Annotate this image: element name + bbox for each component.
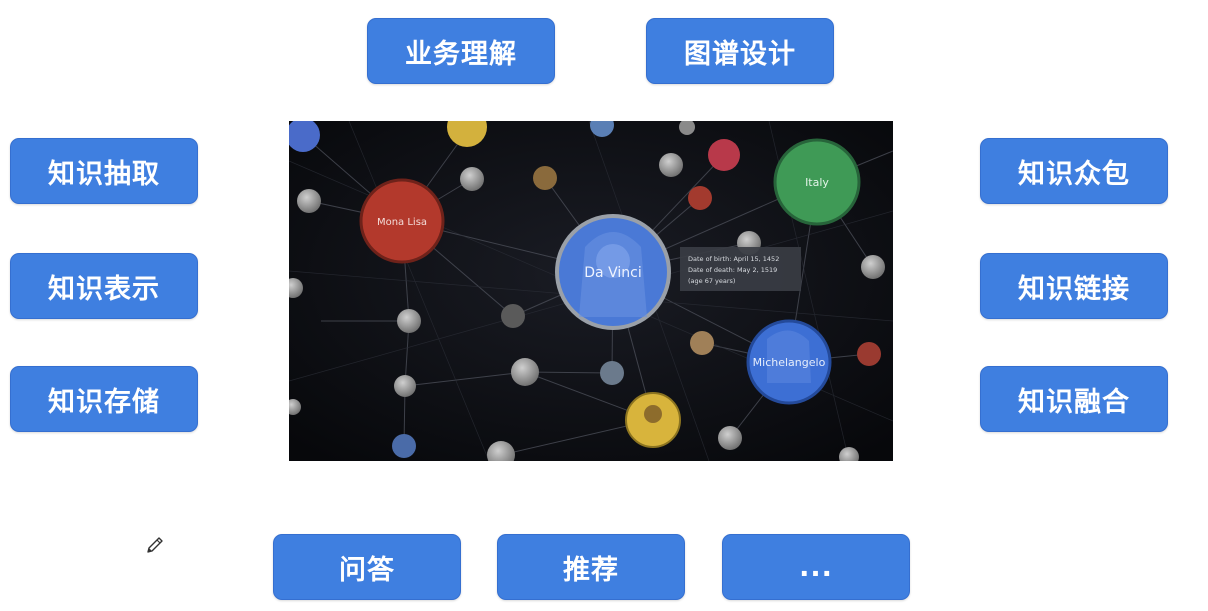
da-vinci-node: Da Vinci — [555, 214, 671, 330]
knowledge-extraction-button[interactable]: 知识抽取 — [10, 138, 198, 204]
italy-label: Italy — [805, 176, 829, 189]
gold-portrait-face — [644, 405, 662, 423]
pencil-icon[interactable] — [144, 534, 166, 556]
mona-lisa-label: Mona Lisa — [377, 217, 427, 228]
knowledge-linking-button[interactable]: 知识链接 — [980, 253, 1168, 319]
michelangelo-node: Michelangelo — [746, 319, 832, 405]
tooltip-birth: Date of birth: April 15, 1452 — [688, 255, 779, 263]
qa-button[interactable]: 问答 — [273, 534, 461, 600]
recommend-button[interactable]: 推荐 — [497, 534, 685, 600]
knowledge-storage-button[interactable]: 知识存储 — [10, 366, 198, 432]
knowledge-representation-button[interactable]: 知识表示 — [10, 253, 198, 319]
michelangelo-label: Michelangelo — [753, 356, 826, 369]
italy-node: Italy — [773, 138, 861, 226]
knowledge-graph-svg: Mona Lisa Italy Michelangelo Da Vinci Da… — [289, 121, 893, 461]
mona-lisa-node: Mona Lisa — [359, 178, 445, 264]
da-vinci-label: Da Vinci — [584, 265, 641, 281]
more-button[interactable]: ... — [722, 534, 910, 600]
thumbnail-nodes — [289, 121, 885, 461]
tooltip-death: Date of death: May 2, 1519 — [688, 266, 777, 274]
knowledge-crowdsourcing-button[interactable]: 知识众包 — [980, 138, 1168, 204]
tooltip-age: (age 67 years) — [688, 277, 735, 285]
knowledge-fusion-button[interactable]: 知识融合 — [980, 366, 1168, 432]
business-understanding-button[interactable]: 业务理解 — [367, 18, 555, 84]
da-vinci-tooltip: Date of birth: April 15, 1452 Date of de… — [680, 247, 801, 291]
graph-design-button[interactable]: 图谱设计 — [646, 18, 834, 84]
pencil-icon-svg — [147, 537, 163, 553]
knowledge-graph-image: Mona Lisa Italy Michelangelo Da Vinci Da… — [289, 121, 893, 461]
